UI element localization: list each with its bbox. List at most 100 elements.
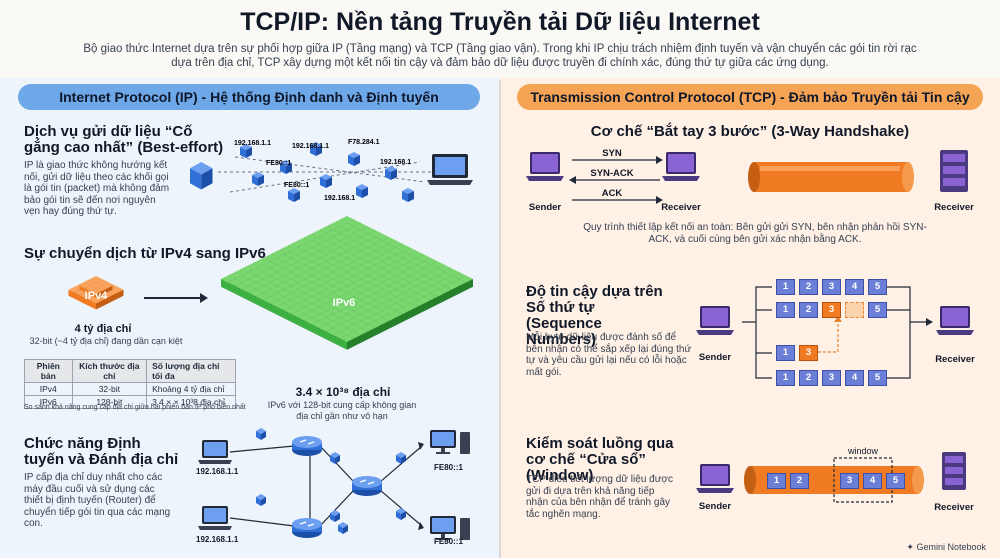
segment-box: 5 bbox=[868, 370, 887, 386]
address-label: 192.168.1.1 bbox=[196, 467, 239, 476]
table-cell: IPv4 bbox=[24, 382, 73, 396]
page-subtitle: Bộ giao thức Internet dựa trên sự phối h… bbox=[83, 43, 917, 69]
address-label: 192.168.1.1 bbox=[196, 535, 239, 544]
segment-box: 2 bbox=[799, 302, 818, 318]
ip-panel-background bbox=[0, 78, 500, 558]
packet-cube bbox=[256, 494, 266, 506]
window-text: TCP điều tiết lượng dữ liệu được gửi đi … bbox=[526, 474, 673, 520]
footer-brand: ✦ Gemini Notebook bbox=[906, 542, 986, 553]
handshake-diagram: SYN SYN-ACK ACK Sender Receiver Receiver bbox=[526, 148, 974, 213]
table-cell: 32-bit bbox=[71, 382, 148, 396]
sender-laptop-icon bbox=[696, 306, 734, 335]
ipv6-title: Sự chuyển dịch từ IPv4 sang IPv6 bbox=[24, 245, 266, 262]
sequence-title: Độ tin cậy dựa trên Số thứ tự (Sequence … bbox=[526, 283, 663, 348]
ip-label: FE80::1 bbox=[284, 182, 309, 189]
table-header: Kích thước địa chỉ bbox=[71, 359, 148, 383]
handshake-title: Cơ chế “Bắt tay 3 bước” (3-Way Handshake… bbox=[590, 123, 910, 140]
ipv6-note: IPv6 với 128-bit cung cấp không gian địa… bbox=[267, 400, 417, 421]
segment-box: 5 bbox=[868, 279, 887, 295]
router-icon bbox=[291, 517, 323, 539]
packet-cube bbox=[385, 166, 397, 180]
ack-label: ACK bbox=[602, 188, 623, 199]
packet-cube bbox=[396, 508, 406, 520]
sequence-text: Mỗi byte dữ liệu được đánh số để bên nhậ… bbox=[526, 332, 692, 378]
router-icon bbox=[351, 475, 383, 497]
segment-box: 5 bbox=[868, 302, 887, 318]
segment-box: 3 bbox=[822, 370, 841, 386]
ipv6-grid: IPv6 bbox=[221, 216, 473, 350]
ipv4-count: 4 tỷ địa chỉ bbox=[74, 323, 132, 335]
window-label: window bbox=[847, 446, 879, 456]
segment-box: 1 bbox=[776, 345, 795, 361]
packet-cube bbox=[396, 452, 406, 464]
desktop-icon bbox=[430, 430, 470, 454]
best-effort-title: Dịch vụ gửi dữ liệu “Cố gắng cao nhất” (… bbox=[24, 123, 224, 156]
packet-cube bbox=[338, 522, 348, 534]
packet-cube bbox=[320, 174, 332, 188]
address-label: FE80::1 bbox=[434, 537, 463, 546]
syn-label: SYN bbox=[602, 148, 622, 159]
ip-label: 192.168.1 bbox=[324, 195, 355, 202]
receiver-label: Receiver bbox=[661, 202, 701, 213]
routing-title: Chức năng Định tuyến và Đánh địa chỉ bbox=[24, 435, 179, 468]
grid-cube bbox=[340, 335, 354, 350]
tcp-banner: Transmission Control Protocol (TCP) - Đả… bbox=[517, 84, 983, 110]
handshake-caption: Quy trình thiết lập kết nối an toàn: Bên… bbox=[583, 222, 927, 245]
window-diagram: window Sender Receiver bbox=[696, 446, 974, 513]
server-icon bbox=[940, 150, 968, 192]
missing-segment-box bbox=[845, 302, 864, 318]
ipv4-to-ipv6-arrow bbox=[144, 293, 208, 303]
table-caption: So sánh khả năng cung cấp địa chỉ giữa h… bbox=[24, 404, 246, 411]
ipv4-label: IPv4 bbox=[85, 290, 109, 302]
best-effort-text: IP là giao thức không hướng kết nối, gửi… bbox=[24, 160, 170, 217]
segment-box: 4 bbox=[845, 279, 864, 295]
address-label: FE80::1 bbox=[434, 463, 463, 472]
ip-label: 192.168.1.1 bbox=[292, 143, 329, 150]
receiver-label: Receiver bbox=[935, 354, 975, 365]
segment-box: 3 bbox=[822, 279, 841, 295]
table-cell: 3.4 × × 10³8 địa chỉ bbox=[146, 395, 236, 409]
segment-box: 2 bbox=[799, 370, 818, 386]
segment-box: 4 bbox=[863, 473, 882, 489]
receiver-laptop-icon bbox=[662, 152, 700, 181]
ipv6-label: IPv6 bbox=[333, 297, 356, 309]
ip-label: 192.168.1.1 bbox=[234, 140, 271, 147]
receiver-label: Receiver bbox=[934, 202, 974, 213]
sender-laptop-icon bbox=[526, 152, 564, 181]
computer-icon bbox=[198, 440, 232, 464]
window-title: Kiểm soát luồng qua cơ chế “Cửa sổ” (Win… bbox=[526, 435, 674, 484]
segment-box: 1 bbox=[776, 302, 795, 318]
segment-box: 1 bbox=[776, 279, 795, 295]
packet-cube bbox=[348, 152, 360, 166]
routing-diagram: 192.168.1.1 192.168.1.1 FE80::1 FE80::1 bbox=[196, 428, 470, 546]
segment-box: 3 bbox=[840, 473, 859, 489]
ip-banner: Internet Protocol (IP) - Hệ thống Định d… bbox=[18, 84, 480, 110]
packet-cube bbox=[288, 188, 300, 202]
table-cell: 128-bit bbox=[71, 395, 148, 409]
ipv6-count: 3.4 × 10³⁸ địa chỉ bbox=[295, 385, 391, 399]
packet-cube bbox=[330, 452, 340, 464]
packet-cube bbox=[256, 428, 266, 440]
table-cell: Khoảng 4 tỷ địa chỉ bbox=[146, 382, 236, 396]
sender-laptop-icon bbox=[696, 464, 734, 493]
packet-cube bbox=[252, 172, 264, 186]
page-title: TCP/IP: Nền tảng Truyền tải Dữ liệu Inte… bbox=[240, 8, 760, 36]
sender-label: Sender bbox=[699, 352, 732, 363]
router-icon bbox=[291, 435, 323, 457]
segment-box: 1 bbox=[767, 473, 786, 489]
laptop-icon bbox=[427, 154, 473, 185]
receiver-label: Receiver bbox=[934, 502, 974, 513]
segment-box-highlight: 3 bbox=[822, 302, 841, 318]
sparkle-icon: ✦ bbox=[906, 542, 914, 552]
ipv4-block: IPv4 bbox=[68, 276, 124, 310]
sender-label: Sender bbox=[529, 202, 562, 213]
table-header: Phiên bản bbox=[24, 359, 73, 383]
packet-cube bbox=[330, 510, 340, 522]
best-effort-diagram: 192.168.1.1 FE80::1 192.168.1.1 F78.284.… bbox=[190, 139, 473, 202]
ipv4-note: 32-bit (~4 tỷ địa chỉ) đang dần cạn kiệt bbox=[29, 336, 183, 346]
pipe-icon bbox=[748, 162, 914, 192]
table-row: IPv4 32-bit Khoảng 4 tỷ địa chỉ bbox=[24, 382, 236, 396]
segment-box: 2 bbox=[790, 473, 809, 489]
ip-label: 192.168.1 bbox=[380, 159, 411, 166]
sequence-diagram: Sender Receiver bbox=[696, 286, 975, 379]
